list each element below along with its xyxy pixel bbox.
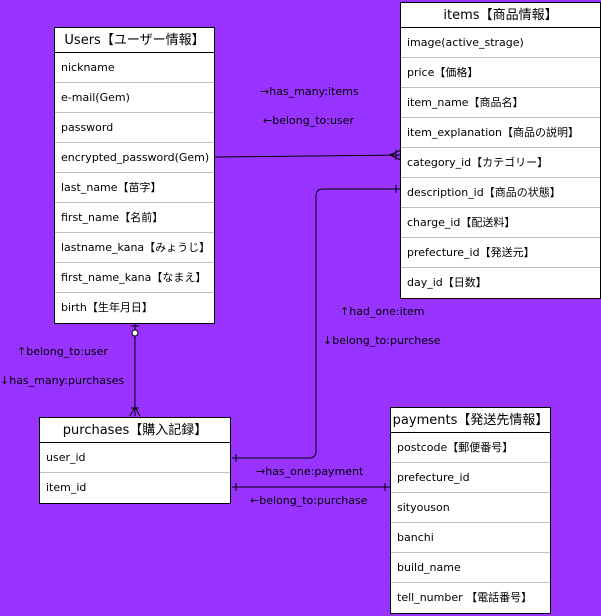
payments-field-build-name: build_name — [391, 553, 550, 583]
items-purchases-connector — [232, 188, 401, 459]
items-table: items【商品情報】 image(active_strage) price【価… — [400, 2, 601, 299]
items-field-item-explanation: item_explanation【商品の説明】 — [401, 118, 600, 148]
users-field-last-name: last_name【苗字】 — [55, 173, 214, 203]
items-field-item-name: item_name【商品名】 — [401, 88, 600, 118]
items-field-price: price【価格】 — [401, 58, 600, 88]
items-field-description-id: description_id【商品の状態】 — [401, 178, 600, 208]
relation-label-belong-to-user: ←belong_to:user — [263, 114, 354, 127]
users-field-nickname: nickname — [55, 53, 214, 83]
payments-table: payments【発送先情報】 postcode【郵便番号】 prefectur… — [390, 407, 551, 614]
users-field-birth: birth【生年月日】 — [61, 301, 153, 314]
users-field-lastname-kana: lastname_kana【みょうじ】 — [55, 233, 214, 263]
users-field-first-name: first_name【名前】 — [55, 203, 214, 233]
items-table-title: items【商品情報】 — [401, 3, 600, 28]
items-field-image: image(active_strage) — [401, 28, 600, 58]
users-field-encrypted-password: encrypted_password(Gem) — [55, 143, 214, 173]
relation-label-had-one-item: ↑had_one:item — [340, 305, 425, 318]
users-purchases-circle — [131, 329, 139, 337]
relation-label-belong-to-user-vertical: ↑belong_to:user — [17, 345, 108, 358]
items-field-charge-id: charge_id【配送料】 — [401, 208, 600, 238]
users-field-first-name-kana: first_name_kana【なまえ】 — [55, 263, 214, 293]
payments-field-banchi: banchi — [391, 523, 550, 553]
purchases-table: purchases【購入記録】 user_id item_id — [39, 417, 231, 504]
items-field-day-id: day_id【日数】 — [407, 276, 487, 289]
payments-field-prefecture-id: prefecture_id — [391, 463, 550, 493]
payments-field-postcode: postcode【郵便番号】 — [391, 433, 550, 463]
items-field-category-id: category_id【カテゴリー】 — [401, 148, 600, 178]
purchases-field-item-id: item_id — [46, 481, 87, 494]
purchases-crowfoot-right — [134, 406, 141, 417]
purchases-field-user-id: user_id — [40, 443, 230, 473]
purchases-crowfoot-left — [129, 406, 136, 417]
payments-field-tell-number: tell_number 【電話番号】 — [397, 591, 533, 604]
payments-field-sityouson: sityouson — [391, 493, 550, 523]
users-field-password: password — [55, 113, 214, 143]
purchases-table-title: purchases【購入記録】 — [40, 418, 230, 443]
users-table-title: Users【ユーザー情報】 — [55, 28, 214, 53]
relation-label-belong-to-purchase: ←belong_to:purchase — [250, 494, 368, 507]
relation-label-has-one-payment: →has_one:payment — [256, 465, 364, 478]
relation-label-has-many-purchases: ↓has_many:purchases — [0, 374, 125, 387]
users-table: Users【ユーザー情報】 nickname e-mail(Gem) passw… — [54, 27, 215, 324]
relation-label-belong-to-purchese: ↓belong_to:purchese — [323, 334, 441, 347]
relation-label-has-many-items: →has_many:items — [260, 85, 359, 98]
items-field-prefecture-id: prefecture_id【発送元】 — [401, 238, 600, 268]
users-items-connector — [214, 154, 402, 158]
payments-table-title: payments【発送先情報】 — [391, 408, 550, 433]
users-field-email: e-mail(Gem) — [55, 83, 214, 113]
